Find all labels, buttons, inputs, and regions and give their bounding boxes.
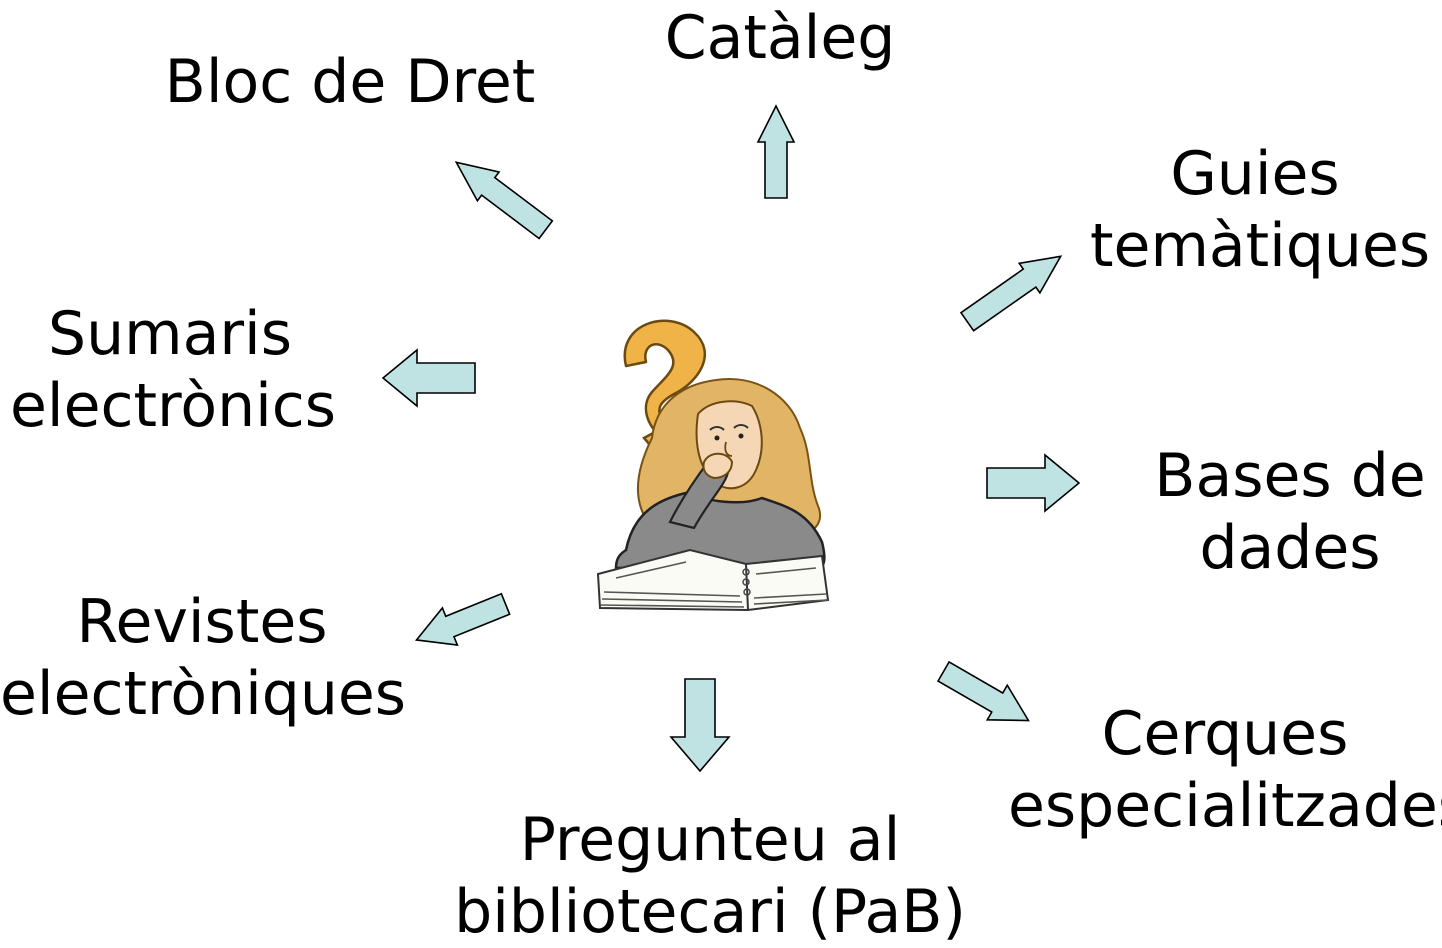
label-bloc-de-dret: Bloc de Dret [164,47,536,117]
label-guies-tematiques: Guies temàtiques [1090,139,1431,281]
arrow-down-left-revistes [414,592,511,646]
label-sumaris-electronics: Sumaris electrònics [10,299,337,441]
label-pregunteu-al-bibliotecari: Pregunteu al bibliotecari (PaB) [454,805,966,947]
label-cerques-especialitzades: Cerques especialitzades [1008,699,1442,841]
label-revistes-electroniques: Revistes electròniques [0,587,407,729]
arrow-right-bases-de-dades [986,453,1081,513]
label-cataleg: Catàleg [664,3,896,73]
arrow-down-pregunteu [669,678,731,773]
arrow-up-right-guies-tematiques [959,255,1063,332]
label-bases-de-dades: Bases de dades [1154,441,1426,583]
arrow-up-left-bloc-de-dret [454,161,554,240]
arrow-down-right-cerques [936,660,1030,722]
arrow-left-sumaris [381,348,476,408]
thinking-woman-illustration [586,302,898,620]
arrow-up-cataleg [756,104,796,199]
